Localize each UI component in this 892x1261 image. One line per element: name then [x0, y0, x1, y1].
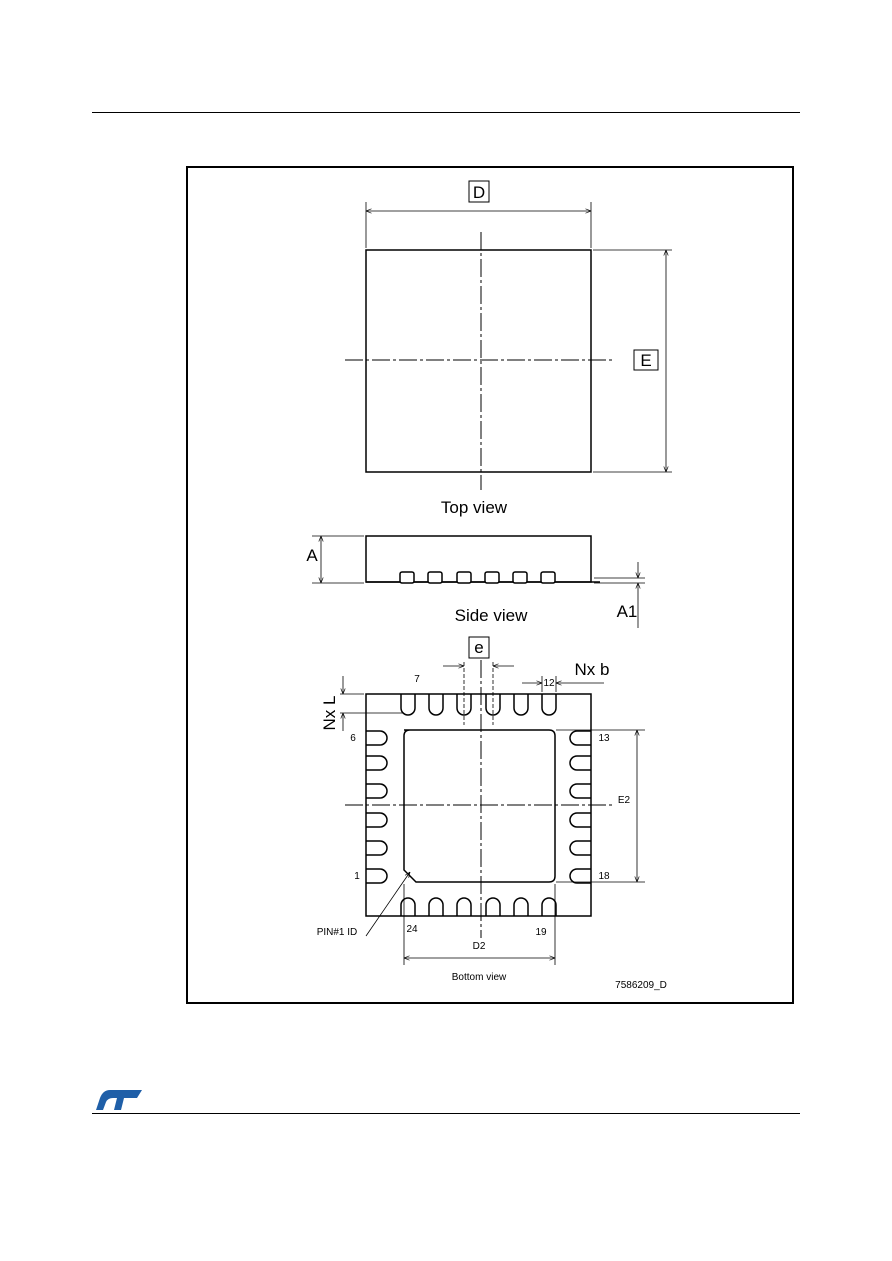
- lead-pad: [456, 694, 472, 716]
- side-view-lead: [456, 571, 472, 584]
- side-view-lead: [399, 571, 415, 584]
- lead-pad: [569, 730, 591, 746]
- dim-e-pitch-label-box: [468, 636, 490, 659]
- pin-number-6: 6: [350, 733, 356, 744]
- header-rule: [92, 112, 800, 113]
- side-view-lead: [427, 571, 443, 584]
- lead-pad: [485, 694, 501, 716]
- dim-a1-label: A1: [617, 602, 638, 621]
- dim-d2-label: D2: [473, 941, 486, 952]
- lead-pad: [366, 840, 388, 856]
- figure-frame: [186, 166, 794, 1004]
- pin1-leader: [365, 872, 410, 937]
- top-view: D E Top view: [345, 180, 672, 517]
- lead-pad: [366, 755, 388, 771]
- pin-number-19: 19: [535, 927, 547, 938]
- pin-number-12: 12: [543, 678, 555, 689]
- st-logo: ST: [96, 1090, 142, 1110]
- bottom-leads: [400, 897, 557, 916]
- lead-pad: [428, 694, 444, 716]
- left-leads: [366, 730, 388, 884]
- lead-pad: [513, 897, 529, 916]
- pin-number-18: 18: [598, 871, 610, 882]
- lead-pad: [569, 755, 591, 771]
- bottom-view-label: Bottom view: [452, 972, 507, 983]
- lead-pad: [569, 840, 591, 856]
- pin1-label: PIN#1 ID: [317, 927, 358, 938]
- lead-pad: [569, 868, 591, 884]
- lead-pad: [569, 812, 591, 828]
- top-view-body: [365, 249, 592, 473]
- lead-pad: [366, 868, 388, 884]
- pin-number-1: 1: [354, 871, 360, 882]
- dim-e-pitch-label: e: [474, 638, 483, 657]
- lead-pad: [541, 694, 557, 716]
- exposed-pad: [403, 729, 556, 883]
- lead-pad: [366, 812, 388, 828]
- side-view: A A1 Side view: [306, 535, 645, 628]
- top-view-label: Top view: [441, 498, 508, 517]
- side-view-label: Side view: [455, 606, 528, 625]
- lead-pad: [366, 730, 388, 746]
- side-view-lead: [540, 571, 556, 584]
- bottom-view: e Nx b Nx L E2 D2 PIN#1 ID 7 12 6 1 13 1…: [317, 636, 645, 983]
- dim-a-label: A: [306, 546, 318, 565]
- dim-e-label: E: [640, 351, 651, 370]
- lead-pad: [366, 783, 388, 799]
- pin-number-13: 13: [598, 733, 610, 744]
- right-leads: [569, 730, 591, 884]
- lead-pad: [400, 897, 416, 916]
- pin-number-7: 7: [414, 674, 420, 685]
- st-logo-shape: [96, 1090, 142, 1110]
- lead-pad: [541, 897, 557, 916]
- lead-pad: [485, 897, 501, 916]
- side-view-lead: [484, 571, 500, 584]
- footer-rule: [92, 1113, 800, 1114]
- lead-pad: [456, 897, 472, 916]
- lead-pad: [513, 694, 529, 716]
- dim-d-label-box: [468, 180, 490, 203]
- pin-number-24: 24: [406, 924, 418, 935]
- dim-l-label: Nx L: [320, 696, 339, 731]
- lead-pad: [428, 897, 444, 916]
- dim-b-label: Nx b: [575, 660, 610, 679]
- dim-e2-label: E2: [618, 795, 631, 806]
- lead-pad: [400, 694, 416, 716]
- figure-id: 7586209_D: [615, 980, 667, 991]
- side-view-lead: [512, 571, 528, 584]
- dim-e-label-box: [633, 349, 659, 371]
- lead-pad: [569, 783, 591, 799]
- dim-d-label: D: [473, 183, 485, 202]
- top-leads: [400, 694, 557, 716]
- side-view-leads: [399, 571, 556, 584]
